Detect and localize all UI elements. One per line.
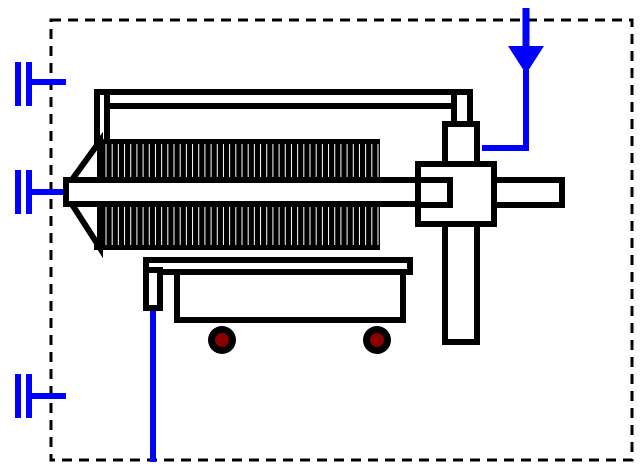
boundary-frame <box>49 18 634 462</box>
connector-symbol-icon-top[interactable] <box>15 62 66 106</box>
cake-tray <box>143 257 413 323</box>
connector-symbol-icon-middle[interactable] <box>15 170 66 214</box>
wheel-icon-left <box>208 326 236 354</box>
arrow-down-icon <box>508 46 544 74</box>
connector-symbol-icon-bottom[interactable] <box>15 374 66 418</box>
inlet-pipe[interactable] <box>482 8 544 151</box>
wheel-icon-right <box>363 326 391 354</box>
hydraulic-cylinder <box>415 121 565 345</box>
filter-plates <box>105 144 379 245</box>
central-shaft <box>63 177 449 207</box>
